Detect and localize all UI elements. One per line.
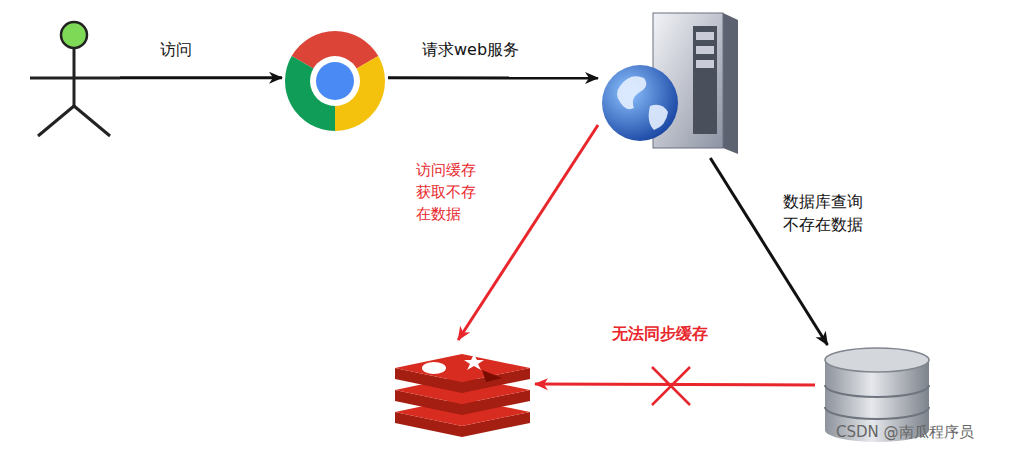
user-actor [28,18,120,140]
arrow-connector [120,76,282,79]
edge-label: 无法同步缓存 [612,322,708,345]
arrow-connector [388,76,598,79]
browser-node [282,28,388,134]
user-figure [28,18,120,140]
edge-label: 访问缓存 获取不存 在数据 [416,160,488,225]
edge-label: 访问 [160,38,192,61]
server-icon [598,8,742,158]
redis-icon [390,340,535,445]
edge-label: 数据库查询 不存在数据 [783,190,875,236]
edge-label: 请求web服务 [422,38,519,61]
arrow-connector [710,158,827,345]
web-server-node [598,8,742,158]
redis-cache-node [390,340,535,445]
arrow-connector [458,125,598,340]
browser-icon [282,28,388,134]
arrow-connector [535,383,815,387]
watermark: CSDN @南瓜程序员 [836,423,974,442]
